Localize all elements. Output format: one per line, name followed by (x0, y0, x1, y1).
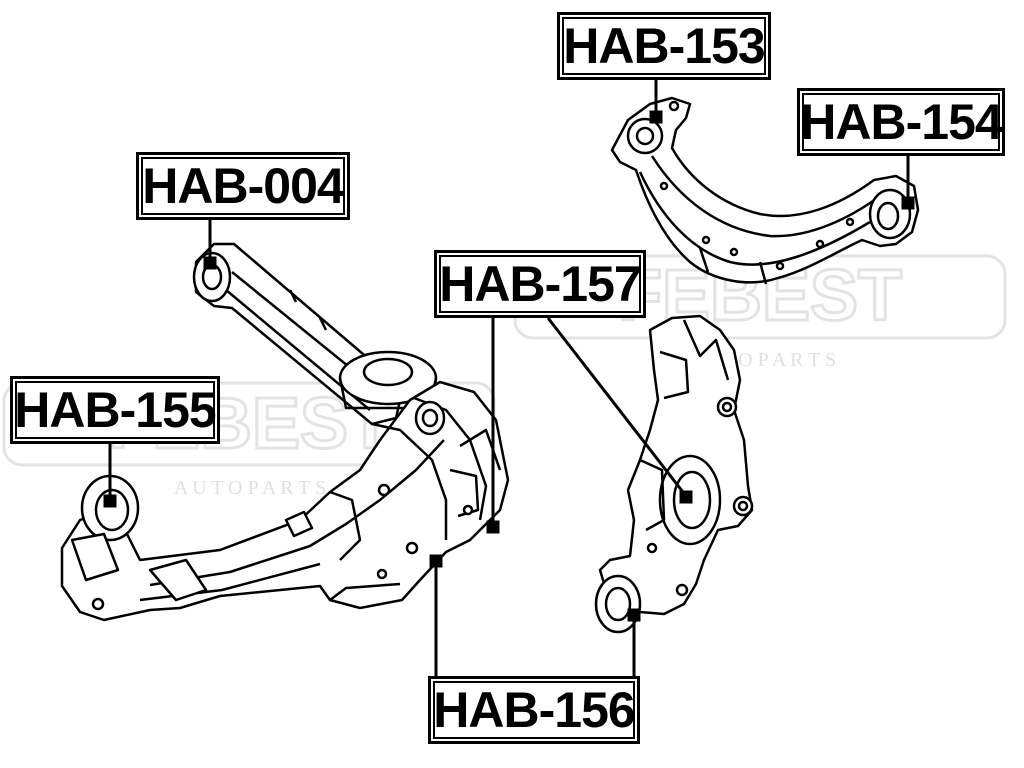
rear-knuckle (594, 314, 754, 634)
marker-hab-004 (203, 256, 217, 270)
watermark-tagline-left: A U T O P A R T S (174, 477, 326, 499)
label-hab-153: HAB-153 (557, 12, 771, 80)
leader-lines (103, 80, 915, 676)
rear-subframe (60, 350, 510, 622)
label-hab-155: HAB-155 (10, 376, 220, 444)
marker-hab-157-a (679, 490, 693, 504)
label-hab-004: HAB-004 (136, 152, 350, 220)
upper-control-arm (610, 96, 920, 285)
label-hab-156: HAB-156 (428, 676, 640, 744)
marker-hab-156-a (429, 554, 443, 568)
label-hab-157: HAB-157 (434, 250, 646, 318)
label-hab-154: HAB-154 (797, 88, 1005, 156)
marker-hab-156-b (627, 608, 641, 622)
marker-hab-153 (649, 110, 663, 124)
marker-hab-155 (103, 494, 117, 508)
marker-hab-157-b (486, 520, 500, 534)
marker-hab-154 (901, 196, 915, 210)
leader-hab-157-a (546, 317, 688, 497)
